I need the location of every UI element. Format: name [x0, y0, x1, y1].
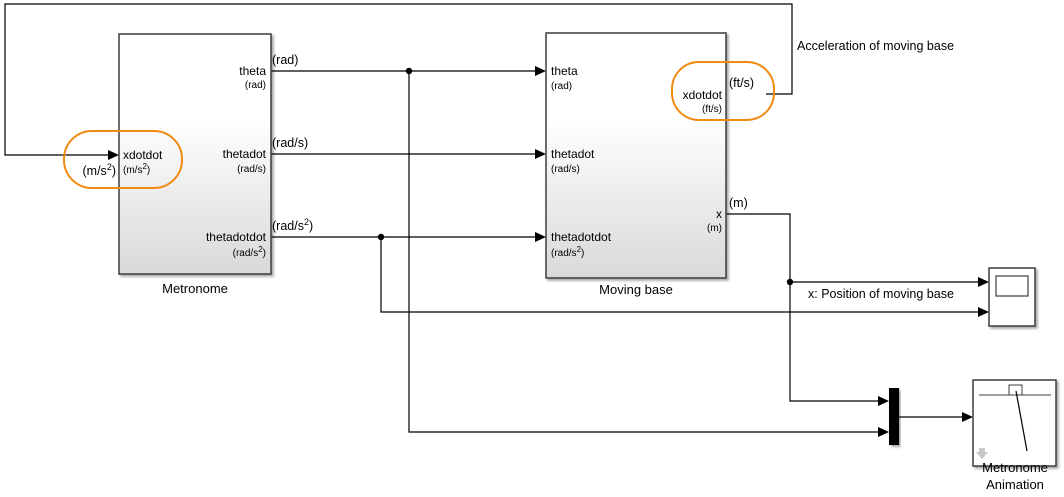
arrow-movingbase-thetadotdot	[535, 232, 546, 242]
movingbase-in-thetadotdot-unit: (rad/s2)	[551, 245, 584, 259]
movingbase-out-xdotdot-label: xdotdot	[683, 88, 723, 102]
branch-point-thetadotdot	[377, 233, 385, 241]
movingbase-out-x-label: x	[716, 207, 722, 221]
metronome-out-thetadot-label: thetadot	[223, 147, 267, 161]
arrow-scope-in2	[978, 307, 989, 317]
movingbase-out-xdotdot-unit: (ft/s)	[702, 104, 722, 115]
highlight-xdotdot-output	[671, 61, 775, 121]
metronome-block[interactable]	[118, 33, 272, 275]
movingbase-out-x-unit: (m)	[707, 223, 722, 234]
mux-block[interactable]	[889, 388, 899, 445]
arrow-mux-in2	[878, 427, 889, 437]
down-arrow-icon	[976, 448, 988, 459]
metronome-out-theta-unit: (rad)	[245, 80, 266, 91]
metronome-out-thetadot-unit: (rad/s)	[237, 164, 266, 175]
branch-point-x	[786, 278, 794, 286]
thetadotdot-wire[interactable]	[271, 236, 984, 313]
metronome-out-thetadotdot-unit: (rad/s2)	[233, 245, 266, 259]
signal-unit-xdotdot-out: (ft/s)	[729, 76, 754, 90]
metronome-animation-icon	[979, 384, 1051, 452]
moving-base-block-name: Moving base	[599, 282, 673, 297]
signal-unit-theta: (rad)	[272, 53, 298, 67]
arrow-animation-in	[962, 412, 973, 422]
arrow-metronome-xdotdot	[108, 150, 119, 160]
metronome-block-name: Metronome	[162, 281, 228, 296]
signal-label-feedback[interactable]: Acceleration of moving base	[797, 39, 954, 53]
signal-label-position[interactable]: x: Position of moving base	[808, 287, 954, 301]
scope-block[interactable]	[988, 267, 1036, 327]
animation-block-name-line2: Animation	[986, 477, 1044, 492]
metronome-out-theta-label: theta	[239, 64, 266, 78]
arrow-movingbase-thetadot	[535, 149, 546, 159]
moving-base-block[interactable]	[545, 32, 727, 279]
metronome-in-xdotdot-label: xdotdot	[123, 148, 163, 162]
movingbase-in-theta-unit: (rad)	[551, 81, 572, 92]
signal-unit-x-out: (m)	[729, 196, 748, 210]
movingbase-in-thetadot-label: thetadot	[551, 147, 595, 161]
movingbase-in-thetadotdot-label: thetadotdot	[551, 230, 612, 244]
arrow-movingbase-theta	[535, 66, 546, 76]
movingbase-in-theta-label: theta	[551, 64, 578, 78]
theta-wire[interactable]	[271, 70, 884, 433]
feedback-wire[interactable]	[4, 3, 793, 156]
animation-block-name-line1: Metronome	[982, 460, 1048, 475]
branch-point-theta	[405, 67, 413, 75]
arrow-scope-in1	[978, 277, 989, 287]
scope-screen-icon	[995, 275, 1029, 297]
movingbase-in-thetadot-unit: (rad/s)	[551, 164, 580, 175]
metronome-animation-block[interactable]	[972, 379, 1057, 467]
signal-unit-thetadot: (rad/s)	[272, 136, 308, 150]
metronome-in-xdotdot-unit: (m/s2)	[123, 162, 150, 176]
signal-unit-xdotdot-in: (m/s2)	[83, 162, 117, 178]
x-position-wire[interactable]	[726, 213, 984, 402]
metronome-out-thetadotdot-label: thetadotdot	[206, 230, 267, 244]
arrow-mux-in1	[878, 396, 889, 406]
highlight-xdotdot-input	[63, 130, 183, 189]
signal-unit-thetadotdot: (rad/s2)	[272, 217, 313, 233]
